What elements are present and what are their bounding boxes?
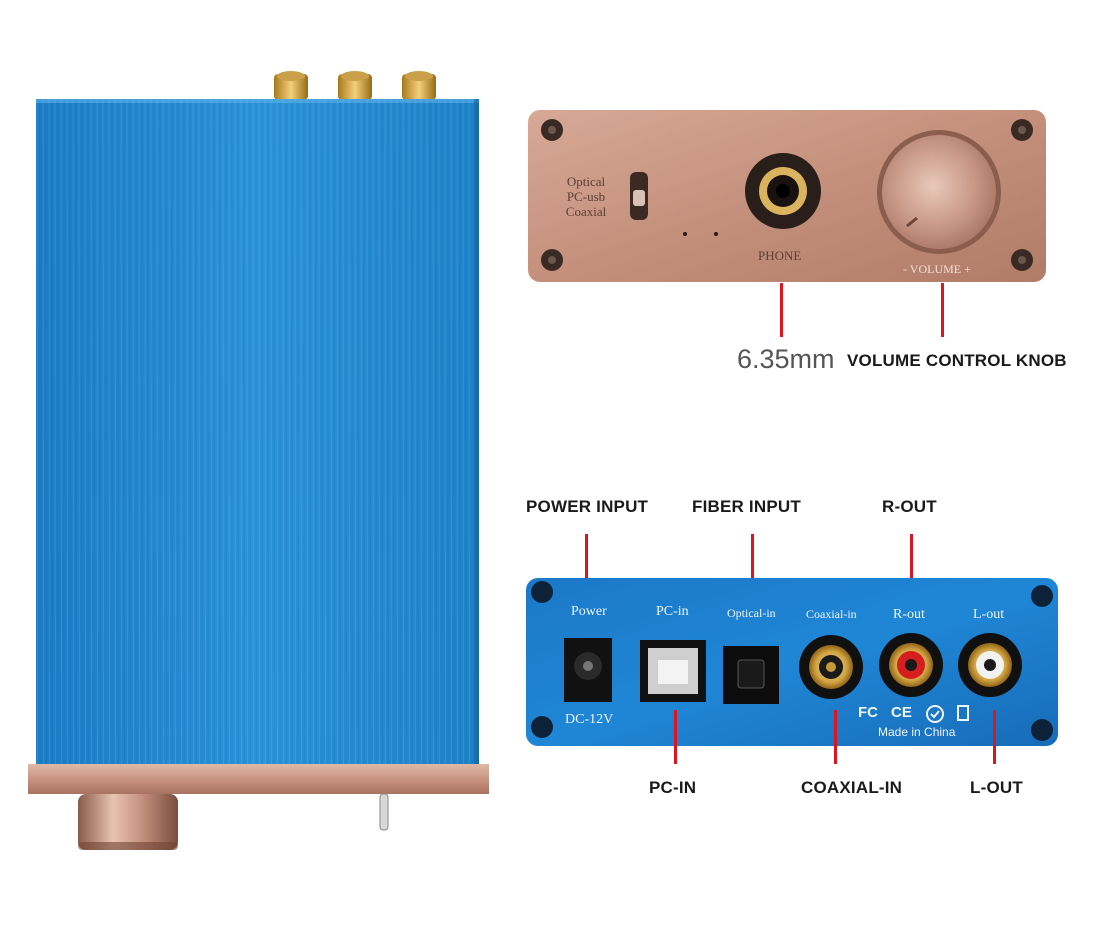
phone-label: PHONE (758, 248, 802, 263)
callout-line-l-out (993, 710, 996, 764)
rear-panel-graphic (526, 578, 1058, 746)
selector-label-coaxial: Coaxial (565, 204, 607, 219)
selector-labels: Optical PC-usb Coaxial (564, 174, 608, 219)
selector-label-pc-usb: PC-usb (566, 189, 606, 204)
selector-label-optical: Optical (566, 174, 606, 189)
callout-l-out: L-OUT (970, 778, 1023, 797)
rear-label-dc: DC-12V (565, 712, 614, 727)
device-top-view-graphic (28, 71, 489, 850)
callout-line-r-out (910, 534, 913, 589)
callout-coaxial-in: COAXIAL-IN (801, 778, 903, 797)
rear-label-l-out: L-out (973, 607, 1005, 622)
made-in-label: Made in China (878, 725, 956, 739)
volume-label: - VOLUME + (903, 262, 971, 276)
ce-mark: CE (891, 704, 912, 721)
rear-label-coaxial-in: Coaxial-in (806, 607, 857, 621)
callout-pc-in: PC-IN (649, 778, 697, 797)
callout-line-power (585, 534, 588, 589)
callout-line-fiber (751, 534, 754, 589)
rear-label-pc-in: PC-in (656, 604, 689, 619)
callout-fiber-input: FIBER INPUT (692, 497, 801, 516)
rear-label-power: Power (571, 604, 607, 619)
callout-line-volume (941, 283, 944, 337)
front-panel-graphic (528, 110, 1046, 282)
callout-line-pc-in (674, 710, 677, 764)
callout-line-jack (780, 283, 783, 337)
callout-volume-knob: VOLUME CONTROL KNOB (847, 351, 1067, 370)
callout-line-coaxial-in (834, 710, 837, 764)
callout-jack-size: 6.35mm (737, 344, 835, 374)
fc-mark: FC (858, 704, 878, 721)
callout-power-input: POWER INPUT (526, 497, 649, 516)
rear-label-optical-in: Optical-in (727, 606, 776, 620)
callout-r-out: R-OUT (882, 497, 937, 516)
rca-connectors-top (274, 71, 436, 100)
rear-label-r-out: R-out (893, 607, 925, 622)
